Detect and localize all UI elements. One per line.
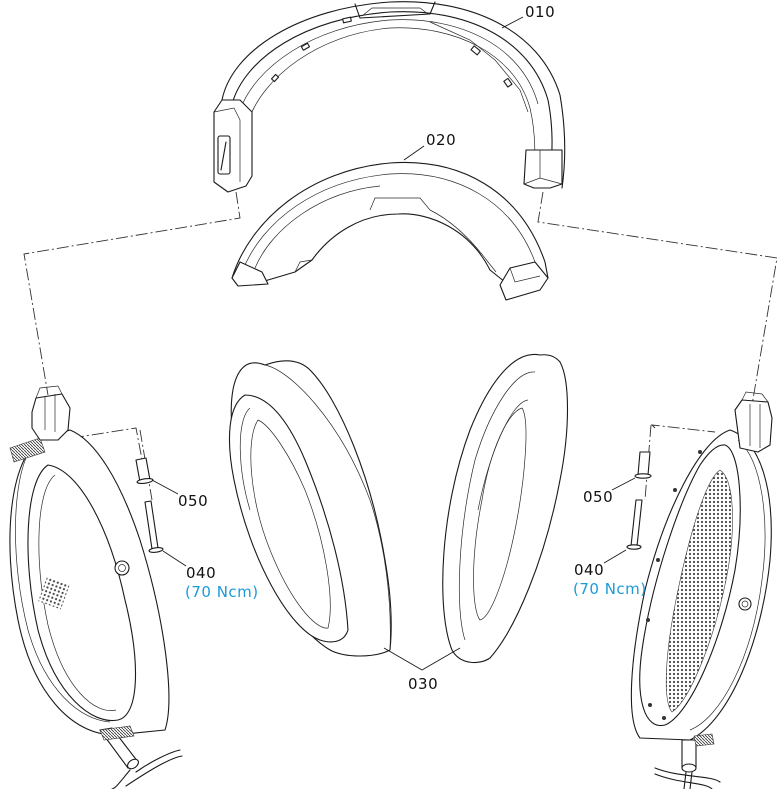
guide-line-left-headband: [23, 191, 241, 396]
guide-line-left-fastener: [71, 427, 145, 471]
part-label-040-left: 040: [186, 564, 217, 582]
part-label-030: 030: [408, 675, 439, 693]
ear-cup-right: [630, 391, 773, 789]
headband-010: [213, 1, 566, 193]
ear-pad-left-030: [228, 360, 392, 657]
torque-spec-left: (70 Ncm): [185, 583, 259, 601]
assembly-guide-lines: [23, 191, 778, 501]
leader-lines: [151, 16, 636, 671]
leader-040-right: [603, 549, 627, 564]
part-label-010: 010: [525, 3, 556, 21]
part-label-020: 020: [426, 131, 457, 149]
guide-line-right-headband: [537, 191, 778, 406]
ear-cup-left: [9, 385, 183, 789]
leader-020: [403, 145, 425, 161]
screw-right-040: [626, 499, 643, 550]
part-label-050-left: 050: [178, 492, 209, 510]
leader-010: [501, 16, 524, 29]
sleeve-left-050: [135, 457, 154, 484]
leader-040-left: [162, 550, 187, 567]
guide-line-right-fastener-axis: [644, 424, 652, 501]
part-label-040-right: 040: [574, 561, 605, 579]
part-label-050-right: 050: [583, 488, 614, 506]
headband-pad-020: [231, 161, 549, 301]
torque-spec-right: (70 Ncm): [573, 580, 647, 598]
guide-line-right-fastener: [650, 424, 716, 433]
sleeve-right-050: [634, 451, 652, 479]
leader-030: [383, 647, 461, 671]
leader-050-right: [611, 477, 636, 491]
ear-pad-right-030: [442, 353, 569, 664]
screw-left-040: [144, 500, 164, 553]
leader-050-left: [151, 479, 179, 495]
